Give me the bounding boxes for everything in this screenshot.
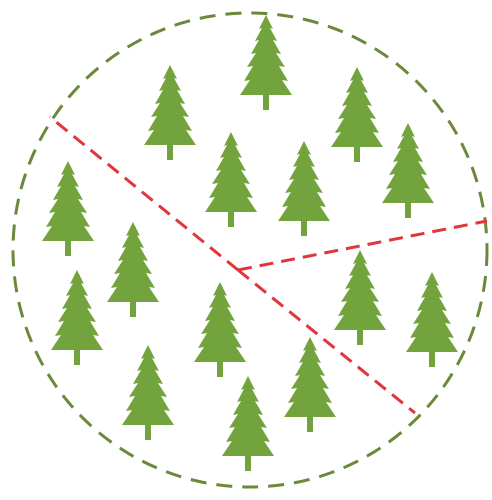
forest-plot-diagram — [0, 0, 492, 500]
